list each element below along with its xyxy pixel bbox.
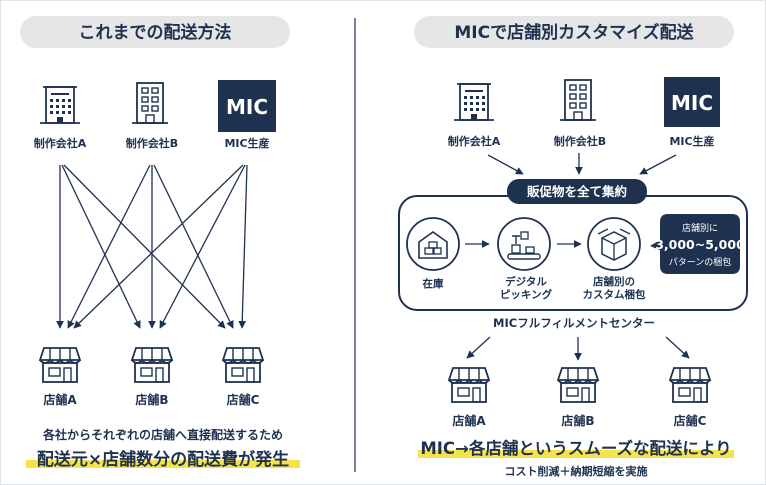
arrow-b-to-a (67, 164, 151, 329)
arrow-a-to-b (61, 164, 141, 329)
arrow-mic-to-a (73, 164, 244, 329)
mic-logo (664, 77, 720, 127)
step-label-line2: カスタム梱包 (583, 288, 646, 301)
shop-icon (448, 367, 490, 403)
office-building-icon (39, 86, 81, 124)
mic-logo (218, 80, 276, 132)
left-source-label-a: 制作会社A (34, 136, 87, 150)
pattern-bubble: 店舗別に 3,000~5,000 パターンの梱包 (650, 214, 745, 274)
left-sources: MIC 制作会社A 制作会社B MIC生産 (34, 80, 276, 150)
circle (587, 217, 641, 271)
right-store-label-c: 店舗C (674, 413, 707, 428)
left-cross-arrows (56, 164, 248, 329)
shop-icon (222, 347, 264, 383)
shop-icon (669, 367, 711, 403)
right-title: MICで店舗別カスタマイズ配送 (454, 22, 694, 43)
bubble-line3: パターンの梱包 (669, 256, 732, 268)
step-stock: 在庫 (406, 217, 460, 290)
collect-badge (507, 179, 647, 204)
left-store-label-c: 店舗C (227, 392, 260, 407)
mic-logo-text: MIC (671, 91, 713, 115)
arrow-a-to-c (63, 164, 226, 329)
right-store-label-b: 店舗B (561, 413, 594, 428)
circle (406, 217, 460, 271)
right-sources: MIC 制作会社A 制作会社B MIC生産 (448, 77, 720, 148)
shop-icon (39, 347, 81, 383)
right-title-pill (414, 16, 734, 48)
right-stores: 店舗A 店舗B 店舗C (448, 367, 711, 428)
tower-building-icon (559, 79, 597, 121)
step-label-line1: 店舗別の (592, 275, 635, 288)
package-icon (597, 228, 631, 261)
shop-icon (557, 367, 599, 403)
arrow-mic-to-b (159, 164, 246, 329)
warehouse-icon (418, 231, 448, 259)
arrow-mic-to-c (238, 164, 248, 329)
right-store-label-a: 店舗A (452, 413, 486, 428)
bubble-line1: 店舗別に (682, 222, 718, 234)
right-caption: コスト削減＋納期短縮を実施 (505, 464, 648, 478)
left-stores: 店舗A 店舗B 店舗C (39, 347, 264, 407)
left-title-pill (20, 16, 290, 48)
collect-label: 販促物を全て集約 (527, 184, 627, 199)
arrow-a-to-center (487, 154, 524, 175)
right-source-label-b: 制作会社B (554, 134, 606, 148)
left-source-label-mic: MIC生産 (224, 136, 269, 150)
left-caption: 各社からそれぞれの店舗へ直接配送するため (42, 427, 283, 442)
right-source-label-mic: MIC生産 (669, 134, 714, 148)
bubble-line2: 3,000~5,000 (655, 237, 745, 252)
arrow-mic-to-center (639, 154, 677, 175)
right-source-label-a: 制作会社A (448, 134, 501, 148)
conveyor-icon (507, 231, 541, 260)
tower-building-icon (131, 82, 169, 124)
office-building-icon (453, 83, 495, 121)
step-label-line2: ピッキング (500, 288, 553, 301)
step-label-line1: デジタル (505, 275, 547, 288)
center-label: MICフルフィルメントセンター (493, 316, 655, 330)
step-picking: デジタル ピッキング (497, 217, 553, 301)
left-store-label-a: 店舗A (43, 392, 77, 407)
left-store-label-b: 店舗B (135, 392, 168, 407)
step-label-line1: 在庫 (423, 277, 444, 290)
right-highlight-marker (418, 450, 734, 458)
right-highlight: MIC→各店舗というスムーズな配送により (420, 438, 731, 458)
circle (497, 217, 551, 271)
left-highlight: 配送元×店舗数分の配送費が発生 (37, 449, 289, 470)
left-source-label-b: 制作会社B (126, 136, 178, 150)
left-highlight-marker (26, 460, 300, 468)
left-title: これまでの配送方法 (79, 22, 232, 43)
step-packing: 店舗別の カスタム梱包 (583, 217, 646, 301)
shop-icon (131, 347, 173, 383)
arrow-center-to-a (466, 336, 491, 359)
mic-logo-text: MIC (226, 95, 268, 119)
arrow-center-to-c (665, 336, 690, 359)
arrow-b-to-c (153, 164, 234, 329)
